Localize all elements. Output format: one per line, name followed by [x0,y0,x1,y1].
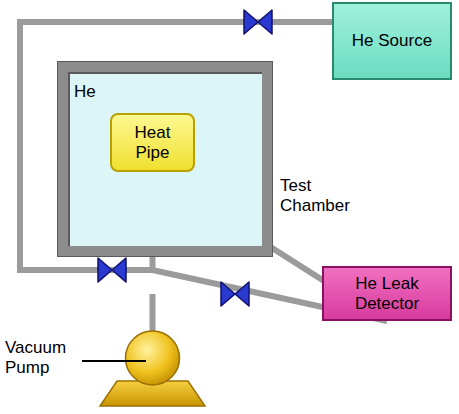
node-label: He Leak Detector [332,274,442,313]
pipe-connector [20,22,332,270]
leader-line [82,360,146,362]
source-box: He Source [332,2,452,80]
node-label: He [74,82,96,102]
node-label: He Source [352,31,432,51]
valve-symbol [244,10,272,34]
valve-symbol [98,258,126,282]
node-label: Heat Pipe [122,123,183,162]
test-chamber: HeTest ChamberHeat Pipe [58,62,272,256]
valve-symbol [221,282,249,306]
pump-body [126,331,180,385]
node-heading: Test Chamber [280,176,360,215]
heat-pipe-box: Heat Pipe [110,113,195,172]
pump-pipe [150,294,156,334]
part-label: Vacuum Pump [5,338,77,379]
leak-detector-box: He Leak Detector [322,266,452,321]
